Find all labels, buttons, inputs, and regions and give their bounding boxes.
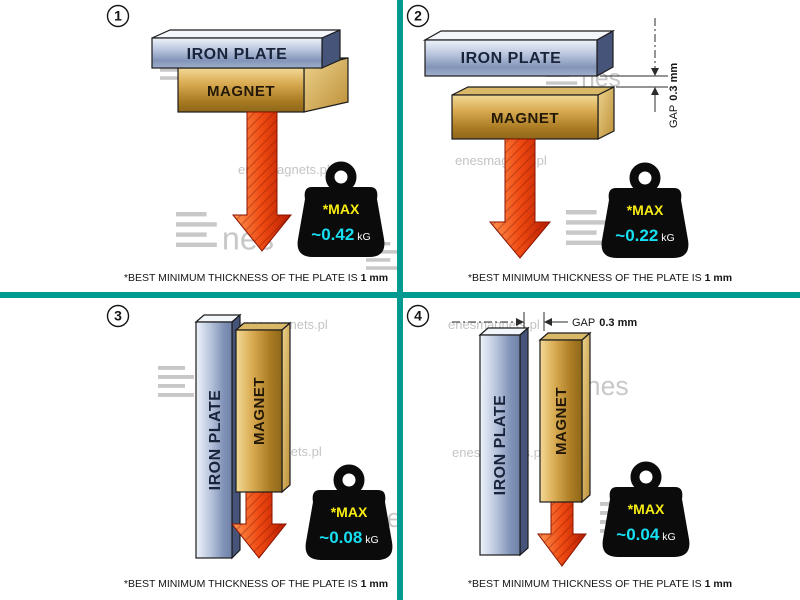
pull-arrow bbox=[230, 491, 288, 559]
iron-plate bbox=[194, 313, 242, 560]
pull-arrow bbox=[488, 138, 552, 259]
divider-horizontal bbox=[0, 292, 800, 298]
gap-dimension: GAP0.3 mm bbox=[600, 18, 680, 128]
magnet-label: MAGNET bbox=[207, 83, 275, 100]
panel-number: 4 bbox=[414, 308, 422, 324]
max-label: *MAX bbox=[627, 202, 664, 218]
pull-arrow-hatch bbox=[233, 112, 291, 251]
panel-1: enesmagnets.pl 1 IRON PLATE MAGNET *MAX … bbox=[106, 4, 400, 284]
magnet-label: MAGNET bbox=[251, 377, 268, 445]
pull-arrow-hatch bbox=[232, 492, 286, 558]
max-label: *MAX bbox=[323, 201, 360, 217]
magnet bbox=[234, 321, 292, 494]
panel-number-circle bbox=[106, 4, 130, 28]
pull-arrow-hatch bbox=[538, 502, 586, 566]
panel-number-circle bbox=[406, 304, 430, 328]
iron-plate bbox=[422, 29, 616, 78]
pull-arrow bbox=[231, 111, 293, 252]
magnet-label: MAGNET bbox=[553, 387, 570, 455]
panel-4: enesmagnets.pl enesmagnets.pl 4 GAP0.3 m… bbox=[406, 304, 732, 590]
magnet bbox=[451, 86, 615, 140]
magnet bbox=[538, 331, 592, 504]
pull-arrow-hatch bbox=[490, 139, 550, 258]
panel-2: enesmagnets.pl 2 IRON PLATE MAGNET GAP0.… bbox=[406, 4, 732, 284]
max-label: *MAX bbox=[331, 504, 368, 520]
panel-3: enesmagnets.pl enesmagnets.pl 3 IRON PLA… bbox=[106, 304, 400, 590]
iron-plate-label: IRON PLATE bbox=[207, 390, 224, 491]
panel-number: 2 bbox=[414, 8, 422, 24]
magnet-label: MAGNET bbox=[491, 110, 559, 127]
iron-plate bbox=[151, 29, 341, 69]
divider-vertical bbox=[397, 0, 403, 600]
panel-number: 1 bbox=[114, 8, 122, 24]
panel-number-circle bbox=[106, 304, 130, 328]
panel-number: 3 bbox=[114, 308, 122, 324]
iron-plate-label: IRON PLATE bbox=[492, 395, 509, 496]
gap-label: GAP0.3 mm bbox=[668, 63, 680, 128]
iron-plate-label: IRON PLATE bbox=[461, 50, 562, 67]
panel-number-circle bbox=[406, 4, 430, 28]
pull-arrow bbox=[537, 501, 587, 567]
max-label: *MAX bbox=[628, 501, 665, 517]
iron-plate-label: IRON PLATE bbox=[187, 46, 288, 63]
iron-plate bbox=[478, 326, 530, 557]
